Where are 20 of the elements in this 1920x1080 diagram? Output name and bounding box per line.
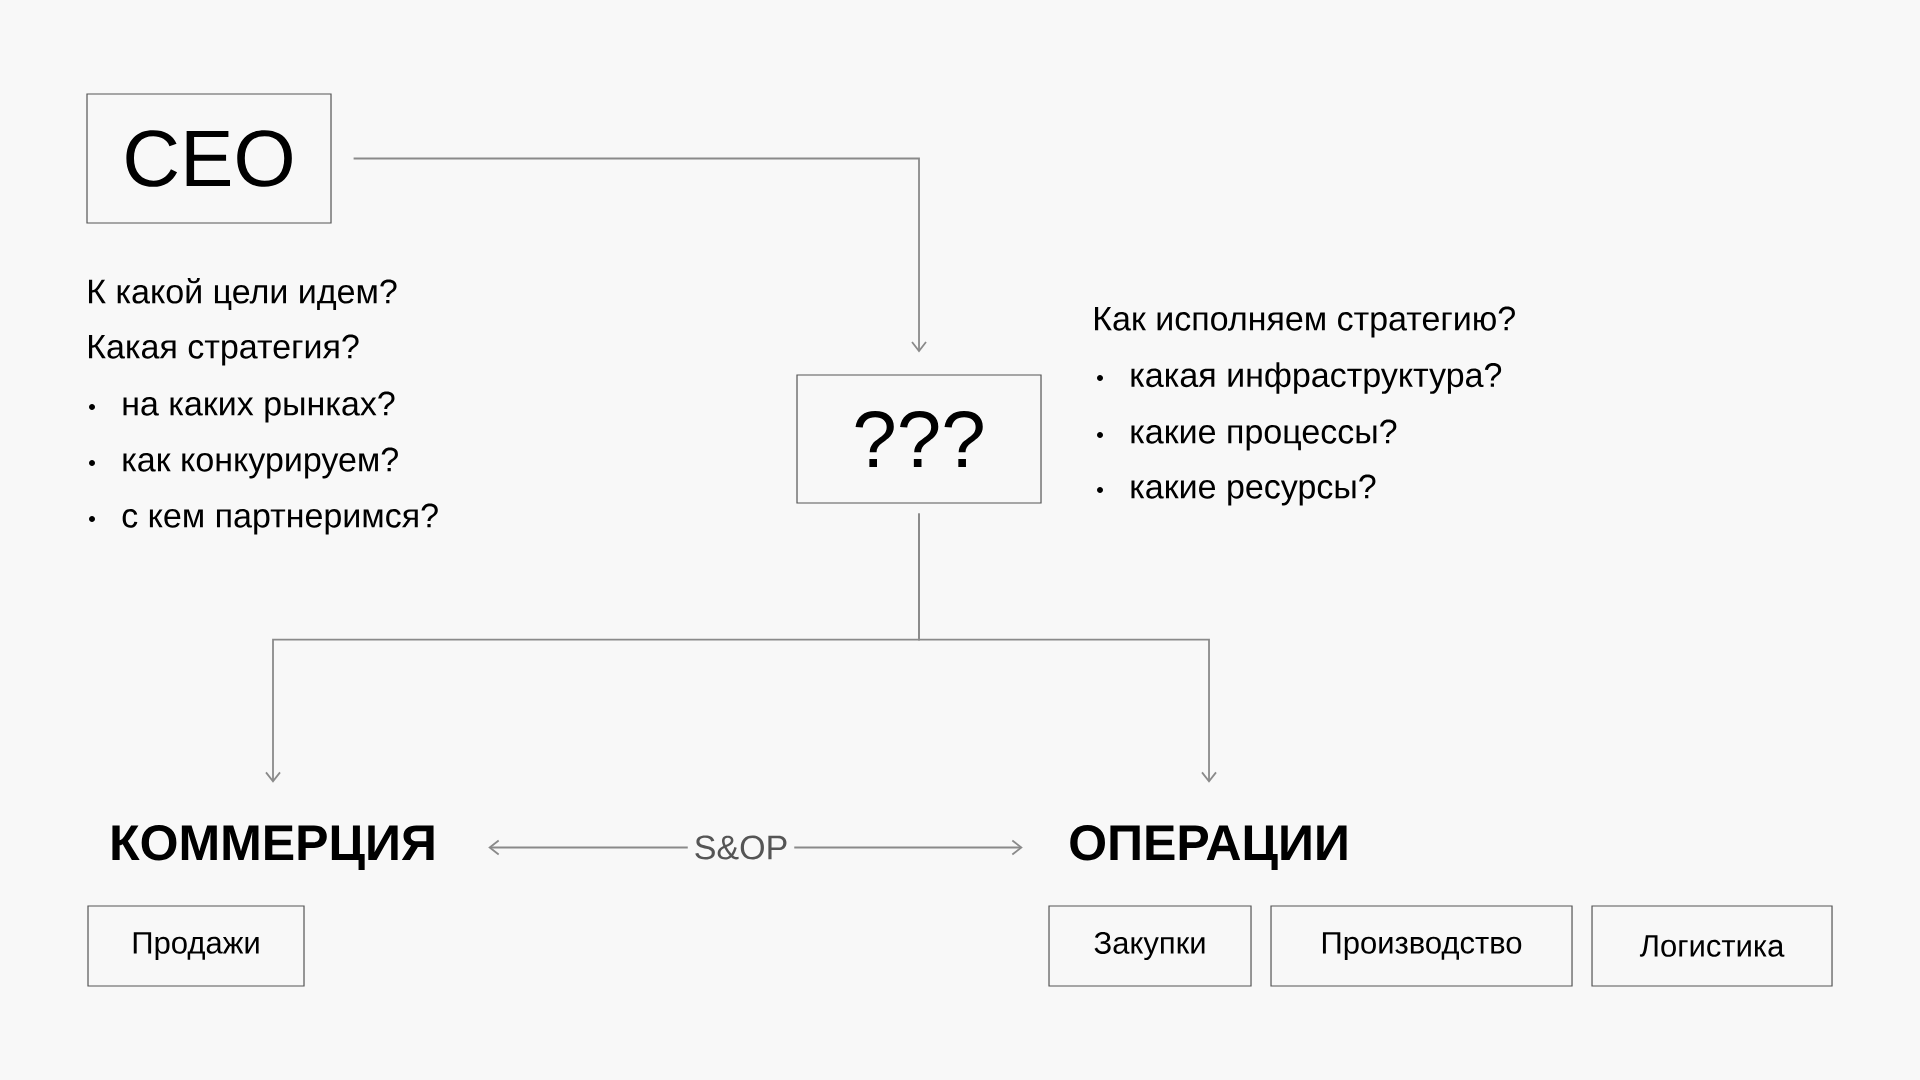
question-text: на каких рынках? — [123, 391, 395, 423]
role-box: CEO — [86, 93, 332, 224]
department-box: Продажи — [87, 905, 305, 987]
question-text: как конкурируем? — [123, 447, 398, 479]
department-box: Производство — [1270, 905, 1573, 987]
question-text: какие процессы? — [1131, 419, 1397, 451]
question-text: Какая стратегия? — [89, 334, 359, 366]
question-text: К какой цели идем? — [89, 278, 397, 310]
department-box: Закупки — [1048, 905, 1252, 987]
arrow — [918, 512, 1217, 783]
role-box: ??? — [796, 374, 1042, 504]
group-heading: КОММЕРЦИЯ — [112, 825, 434, 870]
arrow — [352, 157, 927, 353]
question-text: Как исполняем стратегию? — [1095, 306, 1515, 338]
department-box: Логистика — [1591, 905, 1833, 987]
question-text: какие ресурсы? — [1131, 474, 1376, 506]
question-text: с кем партнеримся? — [122, 503, 438, 535]
group-heading: ОПЕРАЦИИ — [1070, 825, 1347, 870]
edge-label: S&OP — [687, 829, 795, 866]
question-text: какая инфраструктура? — [1131, 362, 1502, 394]
